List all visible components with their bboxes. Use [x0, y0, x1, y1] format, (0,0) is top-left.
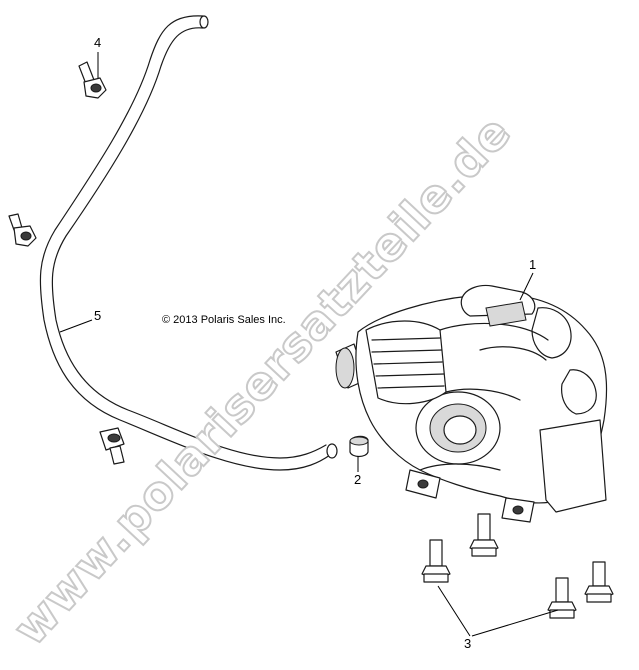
- callout-label: 2: [354, 472, 361, 487]
- bolt-icon: [584, 561, 614, 603]
- bolt-icon: [469, 513, 499, 557]
- vent-cap-icon: [349, 435, 369, 458]
- callout-5: 5: [59, 308, 101, 333]
- callout-label: 5: [94, 308, 101, 323]
- hose-clip-icon: [99, 427, 125, 465]
- callout-1: 1: [519, 257, 536, 301]
- callout-label: 4: [94, 35, 101, 50]
- callout-2: 2: [354, 456, 361, 487]
- callout-4: 4: [94, 35, 101, 78]
- bolt-icon: [421, 539, 451, 583]
- vent-hose-icon: [39, 15, 338, 471]
- gearcase-icon: [335, 284, 608, 523]
- bolt-icon: [547, 577, 577, 619]
- copyright-notice: © 2013 Polaris Sales Inc.: [162, 314, 286, 326]
- callout-label: 1: [529, 257, 536, 272]
- callout-3: 3: [437, 585, 559, 651]
- callout-label: 3: [464, 636, 471, 651]
- vent-fitting-icon: [78, 61, 107, 99]
- hose-clip-icon: [8, 213, 37, 247]
